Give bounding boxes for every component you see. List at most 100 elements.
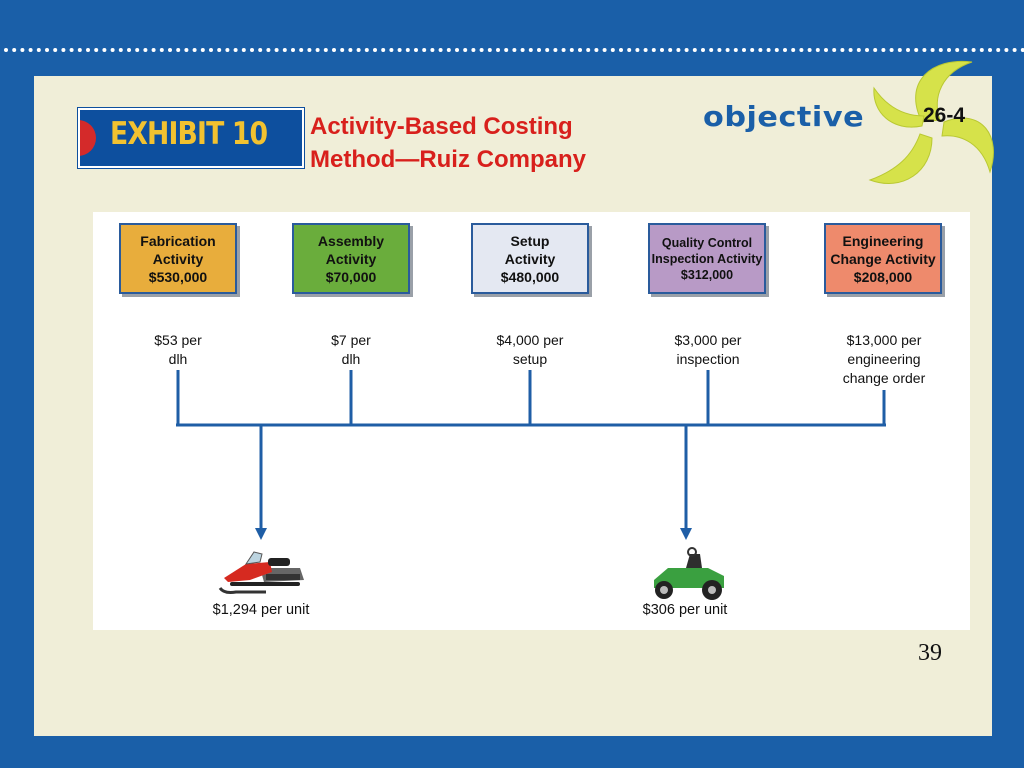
rate-line: $53 per	[154, 332, 202, 348]
activity-cost: $530,000	[148, 268, 208, 285]
border-dot	[561, 48, 566, 52]
title-line-1: Activity-Based Costing	[310, 113, 573, 140]
border-dot	[602, 48, 607, 52]
rate-setup: $4,000 per setup	[460, 331, 600, 369]
border-dot	[955, 48, 960, 52]
border-dot	[118, 48, 123, 52]
border-dot	[356, 48, 361, 52]
border-dot	[258, 48, 263, 52]
border-dot	[151, 48, 156, 52]
border-dot	[815, 48, 820, 52]
rate-line: $4,000 per	[496, 332, 564, 348]
border-dot	[463, 48, 468, 52]
border-dot	[373, 48, 377, 52]
border-dot	[651, 48, 656, 52]
border-dot	[266, 48, 271, 52]
border-dot	[668, 48, 673, 52]
border-dot	[947, 48, 951, 52]
rate-line: dlh	[168, 351, 188, 367]
border-dot	[233, 48, 238, 52]
border-dot	[348, 48, 353, 52]
border-dot	[102, 48, 107, 52]
activity-line: Setup	[510, 232, 550, 249]
border-dot	[200, 48, 205, 52]
border-dot	[750, 48, 755, 52]
border-dot	[36, 48, 41, 52]
border-dot	[12, 48, 17, 52]
objective-label: objective	[703, 100, 865, 133]
activity-line: Inspection Activity	[651, 251, 763, 266]
border-dot	[471, 48, 476, 52]
activity-line: Change Activity	[830, 250, 936, 267]
activity-cost: $70,000	[325, 268, 377, 285]
border-dot	[504, 48, 509, 52]
rate-line: dlh	[341, 351, 361, 367]
border-dot	[856, 48, 861, 52]
border-dot	[438, 48, 443, 52]
arrow-mower-head	[680, 528, 692, 540]
border-dot	[487, 48, 492, 52]
product-cost-mower: $306 per unit	[642, 602, 728, 618]
border-dot	[922, 48, 927, 52]
border-dot	[988, 48, 992, 52]
border-dot	[701, 48, 705, 52]
border-dot	[725, 48, 730, 52]
border-dot	[848, 48, 853, 52]
border-dot	[127, 48, 131, 52]
activity-box-fabrication: Fabrication Activity $530,000	[119, 223, 237, 294]
border-dot	[733, 48, 738, 52]
border-dot	[446, 48, 451, 52]
border-dot	[299, 48, 304, 52]
border-dot	[545, 48, 550, 52]
exhibit-badge: EXHIBIT 10	[78, 108, 304, 168]
border-dot	[225, 48, 230, 52]
border-dot	[430, 48, 435, 52]
activity-cost: $312,000	[680, 267, 734, 282]
border-dot	[20, 48, 25, 52]
border-dot	[69, 48, 74, 52]
objective-swirl-icon	[868, 60, 994, 184]
activity-box-engineering-change: Engineering Change Activity $208,000	[824, 223, 942, 294]
border-dot	[569, 48, 574, 52]
border-dot	[209, 48, 213, 52]
product-cost-snowmobile: $1,294 per unit	[212, 602, 310, 618]
border-dot	[405, 48, 410, 52]
border-dot	[930, 48, 935, 52]
border-dot	[291, 48, 295, 52]
border-dot	[241, 48, 246, 52]
border-dot	[553, 48, 558, 52]
border-dot	[86, 48, 90, 52]
title-line-2: Method—Ruiz Company	[310, 146, 586, 173]
border-dot	[340, 48, 345, 52]
border-dot	[512, 48, 517, 52]
border-dot	[397, 48, 402, 52]
border-dot	[897, 48, 902, 52]
exhibit-label: EXHIBIT 10	[110, 116, 268, 152]
border-dot	[282, 48, 287, 52]
activity-line: Quality Control	[661, 235, 753, 250]
border-dot	[323, 48, 328, 52]
border-dot	[692, 48, 697, 52]
rate-line: $7 per	[331, 332, 371, 348]
border-dot	[250, 48, 254, 52]
rate-line: setup	[512, 351, 548, 367]
border-dot	[627, 48, 632, 52]
border-dot	[807, 48, 812, 52]
border-dot	[1012, 48, 1017, 52]
border-dot	[192, 48, 197, 52]
rate-fabrication: $53 per dlh	[108, 331, 248, 369]
border-dot	[176, 48, 181, 52]
activity-cost: $480,000	[500, 268, 560, 285]
border-dot	[389, 48, 394, 52]
rate-engineering-change: $13,000 per engineering change order	[814, 331, 954, 388]
border-dot	[906, 48, 910, 52]
border-dot	[619, 48, 623, 52]
border-dot	[28, 48, 33, 52]
border-dot	[586, 48, 591, 52]
rate-line: $3,000 per	[674, 332, 742, 348]
border-dot	[742, 48, 746, 52]
border-dot	[889, 48, 894, 52]
activity-line: Engineering	[842, 232, 924, 249]
border-dot	[455, 48, 459, 52]
